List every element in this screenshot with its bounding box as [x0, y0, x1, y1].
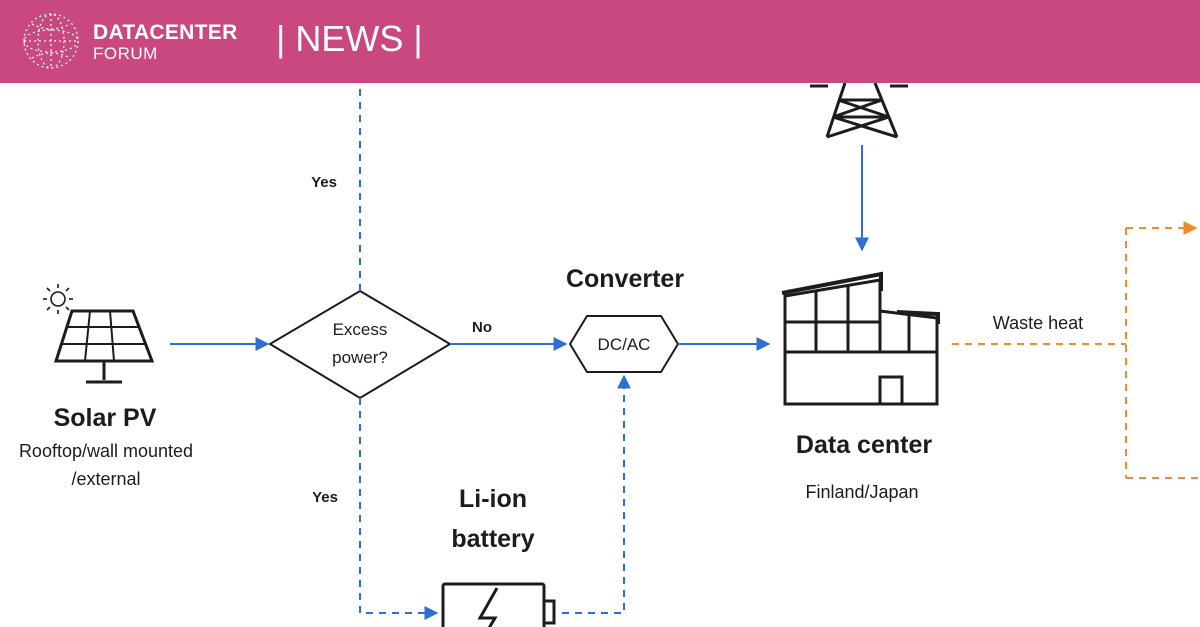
- converter-title: Converter: [566, 265, 684, 293]
- section-label-news: | NEWS |: [276, 18, 423, 59]
- solar-pv-subtitle-line2: /external: [71, 469, 140, 489]
- header-banner: DATACENTER FORUM | NEWS |: [0, 0, 1200, 83]
- edge-label-no: No: [472, 319, 492, 336]
- datacenter-subtitle: Finland/Japan: [805, 482, 918, 502]
- brand-sub: FORUM: [93, 44, 158, 63]
- decision-label-line1: Excess: [333, 320, 388, 339]
- decision-label-line2: power?: [332, 348, 388, 367]
- brand-main: DATACENTER: [93, 21, 238, 44]
- battery-title-line2: battery: [451, 525, 534, 553]
- edge-label-yes-up: Yes: [311, 174, 337, 191]
- converter-node: [568, 315, 680, 373]
- factory-icon: [781, 271, 940, 406]
- battery-title-line1: Li-ion: [459, 485, 527, 513]
- battery-to-converter-dashed-line: [562, 374, 631, 614]
- transmission-tower-icon: [810, 82, 908, 139]
- sun-icon: [43, 284, 73, 314]
- yes-down-dashed-line: [359, 398, 439, 620]
- datacenter-title: Data center: [796, 431, 932, 459]
- solar-pv-title: Solar PV: [54, 404, 157, 432]
- solar-panel-icon: [53, 309, 155, 384]
- edge-label-yes-down: Yes: [312, 489, 338, 506]
- excess-power-decision: [268, 289, 452, 400]
- brand-wordmark[interactable]: DATACENTER FORUM: [93, 22, 238, 62]
- globe-logo-icon: [23, 13, 79, 69]
- battery-bolt-icon: [441, 582, 556, 627]
- waste-heat-label: Waste heat: [993, 313, 1083, 333]
- converter-label: DC/AC: [598, 335, 651, 354]
- solar-pv-subtitle-line1: Rooftop/wall mounted: [19, 441, 193, 461]
